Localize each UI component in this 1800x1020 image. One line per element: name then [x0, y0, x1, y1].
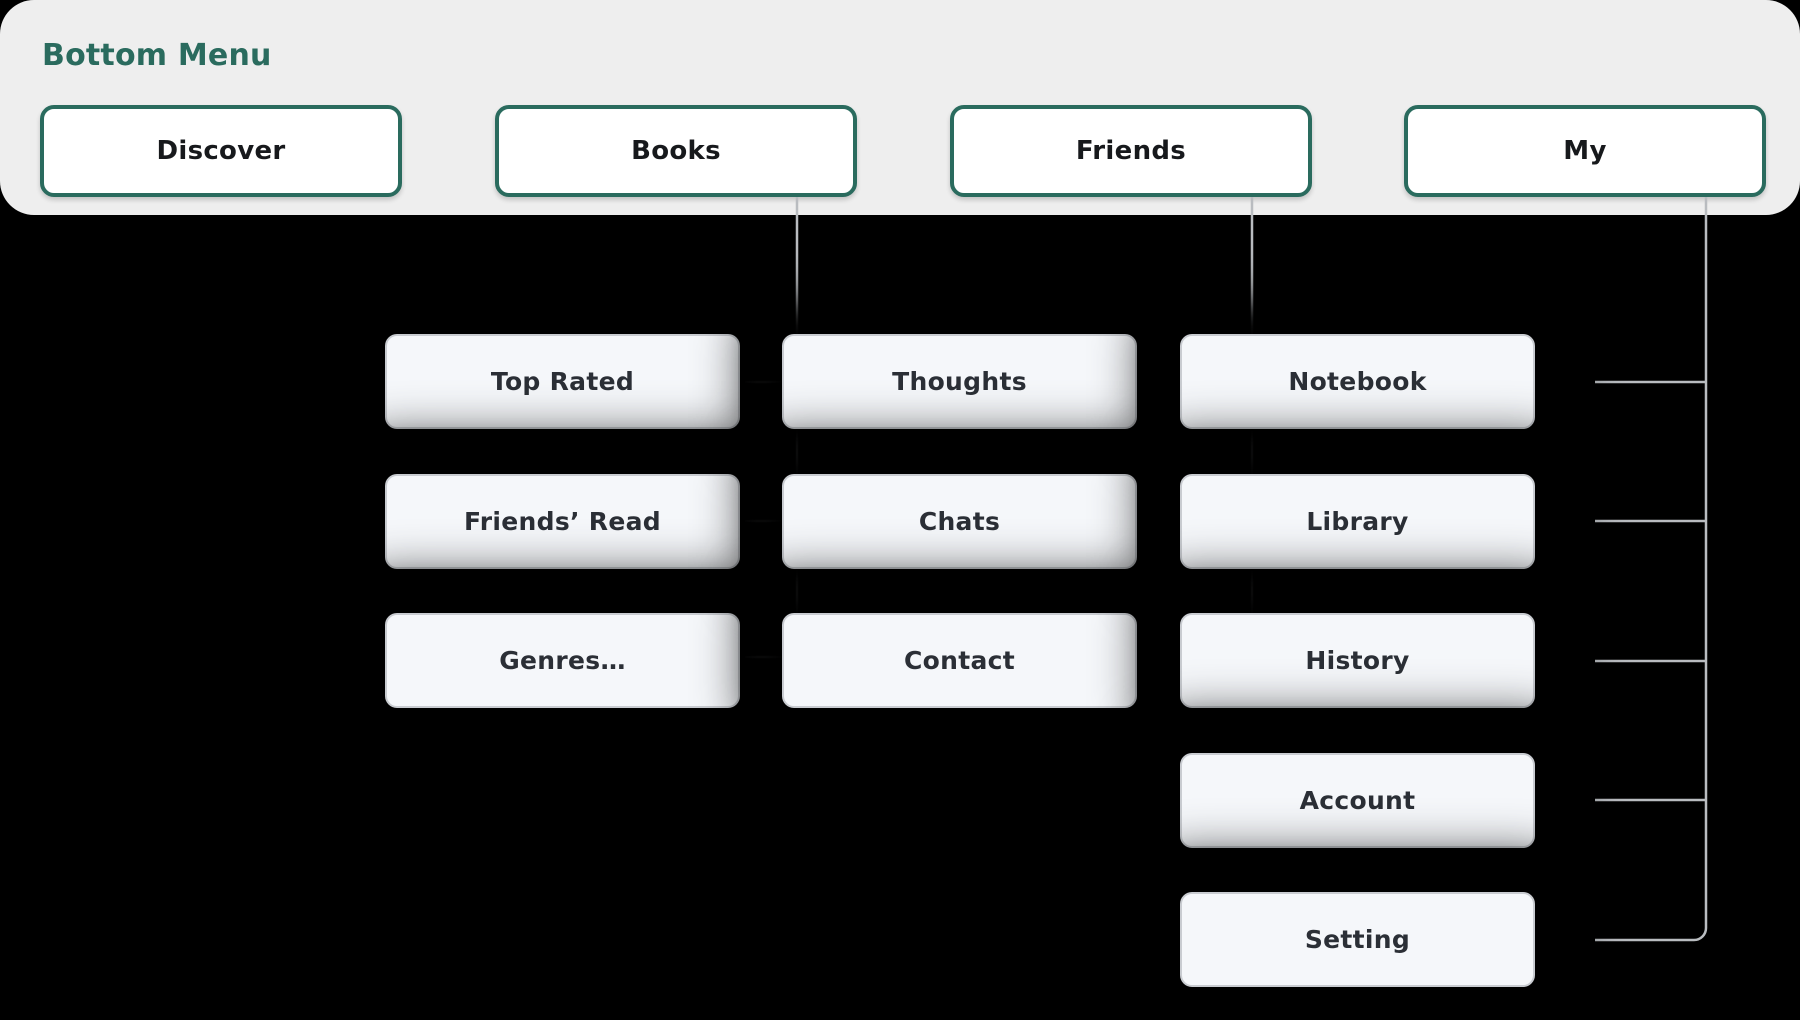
submenu-item-label: Library [1306, 507, 1409, 536]
top-menu-button-books[interactable]: Books [495, 105, 857, 197]
top-menu-label: Discover [156, 136, 286, 166]
submenu-item[interactable]: Chats [782, 474, 1137, 569]
submenu-item[interactable]: Notebook [1180, 334, 1535, 429]
submenu-item-label: Account [1299, 786, 1416, 815]
submenu-item[interactable]: Account [1180, 753, 1535, 848]
submenu-item-label: Genres… [499, 646, 626, 675]
submenu-item-label: Thoughts [892, 367, 1027, 396]
submenu-item[interactable]: Friends’ Read [385, 474, 740, 569]
submenu-item[interactable]: History [1180, 613, 1535, 708]
submenu-item-label: Notebook [1288, 367, 1427, 396]
submenu-item[interactable]: Top Rated [385, 334, 740, 429]
submenu-item[interactable]: Setting [1180, 892, 1535, 987]
top-menu-label: Books [631, 136, 721, 166]
top-menu-button-my[interactable]: My [1404, 105, 1766, 197]
top-menu-button-friends[interactable]: Friends [950, 105, 1312, 197]
submenu-item-label: Friends’ Read [464, 507, 661, 536]
submenu-item[interactable]: Contact [782, 613, 1137, 708]
submenu-item-label: Setting [1304, 925, 1411, 954]
submenu-item-label: Chats [918, 507, 1001, 536]
top-menu-label: My [1563, 136, 1607, 166]
submenu-item-label: Contact [903, 646, 1015, 675]
page-title: Bottom Menu [42, 38, 272, 73]
top-menu-button-discover[interactable]: Discover [40, 105, 402, 197]
top-menu-label: Friends [1075, 136, 1187, 166]
submenu-item-label: Top Rated [490, 367, 635, 396]
submenu-item[interactable]: Thoughts [782, 334, 1137, 429]
submenu-item[interactable]: Genres… [385, 613, 740, 708]
submenu-item-label: History [1305, 646, 1410, 675]
submenu-item[interactable]: Library [1180, 474, 1535, 569]
